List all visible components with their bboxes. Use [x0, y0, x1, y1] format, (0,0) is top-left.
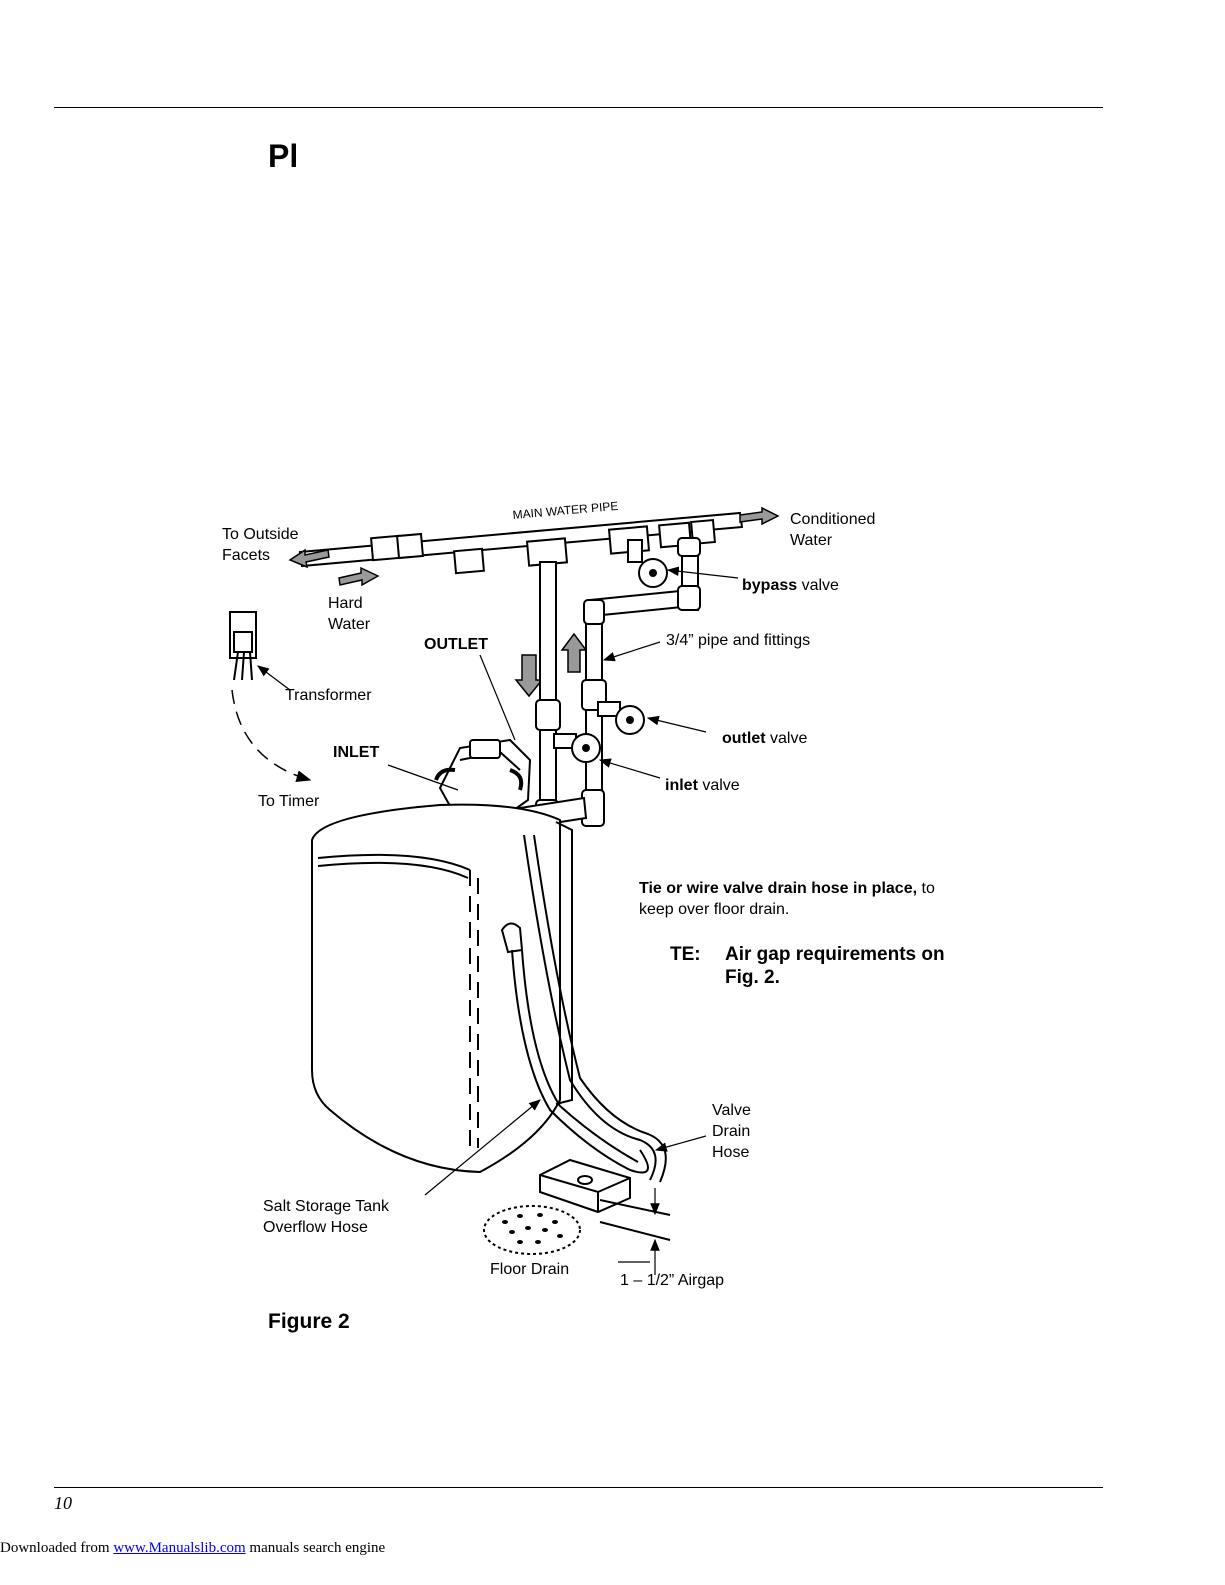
inlet-valve-icon	[553, 733, 601, 763]
bottom-rule	[54, 1487, 1103, 1488]
salt-storage-tank	[311, 803, 573, 1174]
footer-suffix: manuals search engine	[245, 1540, 386, 1556]
overflow-elbow	[500, 922, 524, 954]
floor-drain-icon	[483, 1205, 581, 1255]
outlet-label: OUTLET	[424, 636, 488, 653]
figure-caption: Figure 2	[268, 1310, 350, 1333]
bypass-valve-icon	[627, 539, 668, 588]
to-outside-label-1: To Outside	[222, 526, 299, 543]
to-outside-label-2: Facets	[222, 547, 270, 564]
vertical-pipes	[518, 537, 701, 841]
inlet-valve-label: inlet valve	[665, 777, 740, 794]
outlet-valve-icon	[597, 701, 645, 735]
drain-block	[539, 1158, 631, 1214]
transformer-label: Transformer	[285, 687, 372, 704]
tie-hose-note-line2: keep over floor drain.	[639, 901, 789, 918]
section-heading: Pl	[268, 138, 299, 174]
valve-drain-hose-label-3: Hose	[712, 1144, 749, 1161]
main-water-pipe	[298, 511, 744, 575]
note-line2: Fig. 2.	[725, 967, 780, 988]
pipe-fittings-label: 3/4” pipe and fittings	[666, 632, 810, 649]
bypass-valve-label: bypass valve	[742, 577, 839, 594]
floor-drain-label: Floor Drain	[490, 1261, 569, 1278]
to-timer-label: To Timer	[258, 793, 320, 810]
transformer-icon	[229, 611, 257, 681]
note-prefix: TE:	[670, 944, 701, 965]
leader-lines	[257, 566, 739, 1275]
hard-water-label-2: Water	[328, 616, 371, 633]
main-pipe-label: MAIN WATER PIPE	[512, 499, 619, 522]
tie-hose-note-line1: Tie or wire valve drain hose in place, t…	[639, 880, 935, 897]
valve-drain-hose-label-1: Valve	[712, 1102, 751, 1119]
airgap-label: 1 – 1/2” Airgap	[620, 1272, 724, 1289]
manualslib-link[interactable]: www.Manualslib.com	[113, 1540, 246, 1556]
page-number: 10	[54, 1493, 72, 1513]
inlet-label: INLET	[333, 744, 379, 761]
conditioned-label-2: Water	[790, 532, 833, 549]
download-footer: Downloaded from www.Manualslib.com manua…	[0, 1540, 385, 1557]
note-line1: Air gap requirements on	[725, 944, 945, 965]
salt-tank-label-1: Salt Storage Tank	[263, 1198, 390, 1215]
control-valve-head	[434, 738, 532, 822]
outlet-valve-label: outlet valve	[722, 730, 807, 747]
footer-prefix: Downloaded from	[0, 1540, 114, 1556]
valve-drain-hose-label-2: Drain	[712, 1123, 750, 1140]
top-rule	[54, 107, 1103, 108]
conditioned-label-1: Conditioned	[790, 511, 875, 528]
flow-arrows	[288, 506, 780, 698]
hard-water-label-1: Hard	[328, 595, 363, 612]
salt-tank-label-2: Overflow Hose	[263, 1219, 368, 1236]
